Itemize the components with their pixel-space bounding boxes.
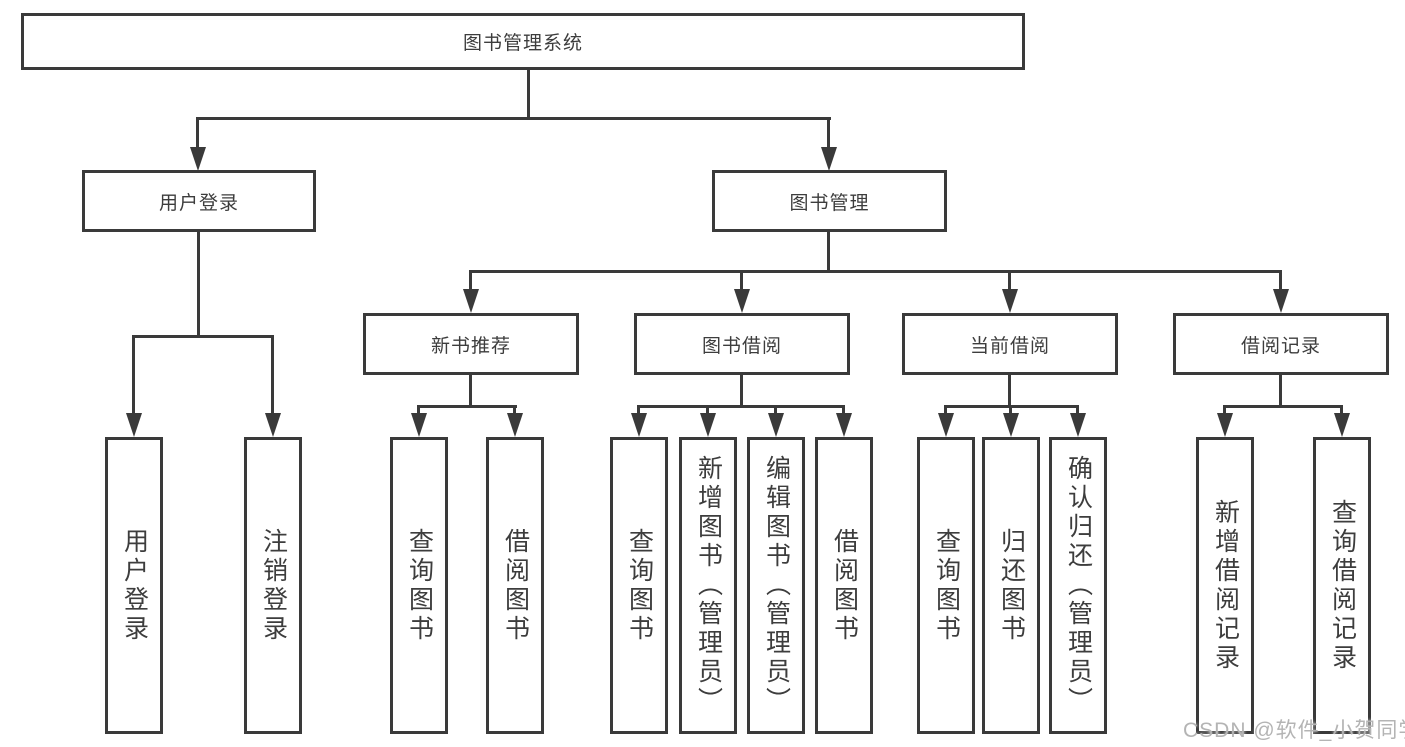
arrow-head: [1002, 289, 1018, 313]
connector-line: [842, 405, 845, 415]
connector-line: [196, 117, 199, 150]
connector-line: [1009, 405, 1012, 415]
connector-line: [1223, 405, 1226, 415]
leaf-query-books-current: 查询图书: [917, 437, 975, 734]
arrow-head: [126, 413, 142, 437]
arrow-head: [1070, 413, 1086, 437]
connector-line: [132, 335, 135, 416]
node-book-management: 图书管理: [712, 170, 947, 232]
leaf-query-borrow-record: 查询借阅记录: [1313, 437, 1371, 734]
connector-line: [1008, 375, 1011, 407]
leaf-add-borrow-record: 新增借阅记录: [1196, 437, 1254, 734]
leaf-confirm-return-admin-label: 确认归还（管理员）: [1064, 455, 1093, 716]
node-borrowing-records-label: 借阅记录: [1240, 335, 1321, 357]
node-new-book-recommend: 新书推荐: [363, 313, 579, 375]
node-user-login: 用户登录: [82, 170, 316, 232]
connector-line: [740, 270, 743, 291]
leaf-logout-label: 注销登录: [259, 527, 288, 644]
connector-line: [637, 405, 640, 415]
connector-line: [1223, 405, 1343, 408]
arrow-head: [411, 413, 427, 437]
arrow-head: [938, 413, 954, 437]
connector-line: [417, 405, 517, 408]
connector-line: [1008, 270, 1011, 291]
connector-line: [637, 405, 845, 408]
connector-line: [513, 405, 516, 415]
node-current-borrowing-label: 当前借阅: [969, 335, 1050, 357]
leaf-edit-books-admin: 编辑图书（管理员）: [747, 437, 805, 734]
arrow-head: [1273, 289, 1289, 313]
leaf-add-borrow-record-label: 新增借阅记录: [1211, 498, 1240, 673]
node-root-label: 图书管理系统: [462, 33, 583, 54]
leaf-borrow-books-recommend-label: 借阅图书: [501, 527, 530, 644]
connector-line: [1340, 405, 1343, 415]
arrow-head: [768, 413, 784, 437]
leaf-user-login: 用户登录: [105, 437, 163, 734]
leaf-query-books-borrow: 查询图书: [610, 437, 668, 734]
leaf-add-books-admin: 新增图书（管理员）: [679, 437, 737, 734]
connector-line: [774, 405, 777, 415]
leaf-user-login-label: 用户登录: [120, 527, 149, 644]
arrow-head: [836, 413, 852, 437]
connector-line: [740, 375, 743, 407]
leaf-return-books: 归还图书: [982, 437, 1040, 734]
connector-line: [196, 117, 831, 120]
leaf-return-books-label: 归还图书: [997, 527, 1026, 644]
connector-line: [1076, 405, 1079, 415]
node-new-book-recommend-label: 新书推荐: [430, 335, 511, 357]
arrow-head: [1217, 413, 1233, 437]
connector-line: [469, 270, 472, 291]
connector-line: [1279, 375, 1282, 407]
arrow-head: [265, 413, 281, 437]
leaf-query-books-current-label: 查询图书: [932, 527, 961, 644]
leaf-borrow-books-recommend: 借阅图书: [486, 437, 544, 734]
leaf-logout: 注销登录: [244, 437, 302, 734]
arrow-head: [463, 289, 479, 313]
connector-line: [1279, 270, 1282, 291]
connector-line: [132, 335, 274, 338]
node-borrowing-records: 借阅记录: [1173, 313, 1389, 375]
leaf-query-books-borrow-label: 查询图书: [625, 527, 654, 644]
arrow-head: [631, 413, 647, 437]
connector-line: [827, 232, 830, 273]
leaf-query-books-recommend-label: 查询图书: [405, 527, 434, 644]
node-book-management-label: 图书管理: [789, 192, 870, 214]
arrow-head: [700, 413, 716, 437]
node-current-borrowing: 当前借阅: [902, 313, 1118, 375]
node-root: 图书管理系统: [21, 13, 1025, 70]
leaf-query-books-recommend: 查询图书: [390, 437, 448, 734]
arrow-head: [190, 147, 206, 171]
arrow-head: [734, 289, 750, 313]
arrow-head: [1334, 413, 1350, 437]
connector-line: [469, 270, 1282, 273]
connector-line: [944, 405, 947, 415]
arrow-head: [821, 147, 837, 171]
leaf-edit-books-admin-label: 编辑图书（管理员）: [762, 455, 791, 716]
arrow-head: [507, 413, 523, 437]
node-book-borrowing: 图书借阅: [634, 313, 850, 375]
connector-line: [706, 405, 709, 415]
connector-line: [527, 70, 530, 118]
connector-line: [417, 405, 420, 415]
leaf-borrow-books-label: 借阅图书: [830, 527, 859, 644]
arrow-head: [1003, 413, 1019, 437]
leaf-confirm-return-admin: 确认归还（管理员）: [1049, 437, 1107, 734]
connector-line: [271, 335, 274, 416]
node-user-login-label: 用户登录: [158, 192, 239, 214]
leaf-query-borrow-record-label: 查询借阅记录: [1328, 498, 1357, 673]
csdn-watermark: CSDN @软件_小贺同学: [1183, 719, 1405, 742]
connector-line: [197, 232, 200, 337]
leaf-add-books-admin-label: 新增图书（管理员）: [694, 455, 723, 716]
connector-line: [827, 117, 830, 150]
leaf-borrow-books: 借阅图书: [815, 437, 873, 734]
node-book-borrowing-label: 图书借阅: [701, 335, 782, 357]
connector-line: [469, 375, 472, 407]
